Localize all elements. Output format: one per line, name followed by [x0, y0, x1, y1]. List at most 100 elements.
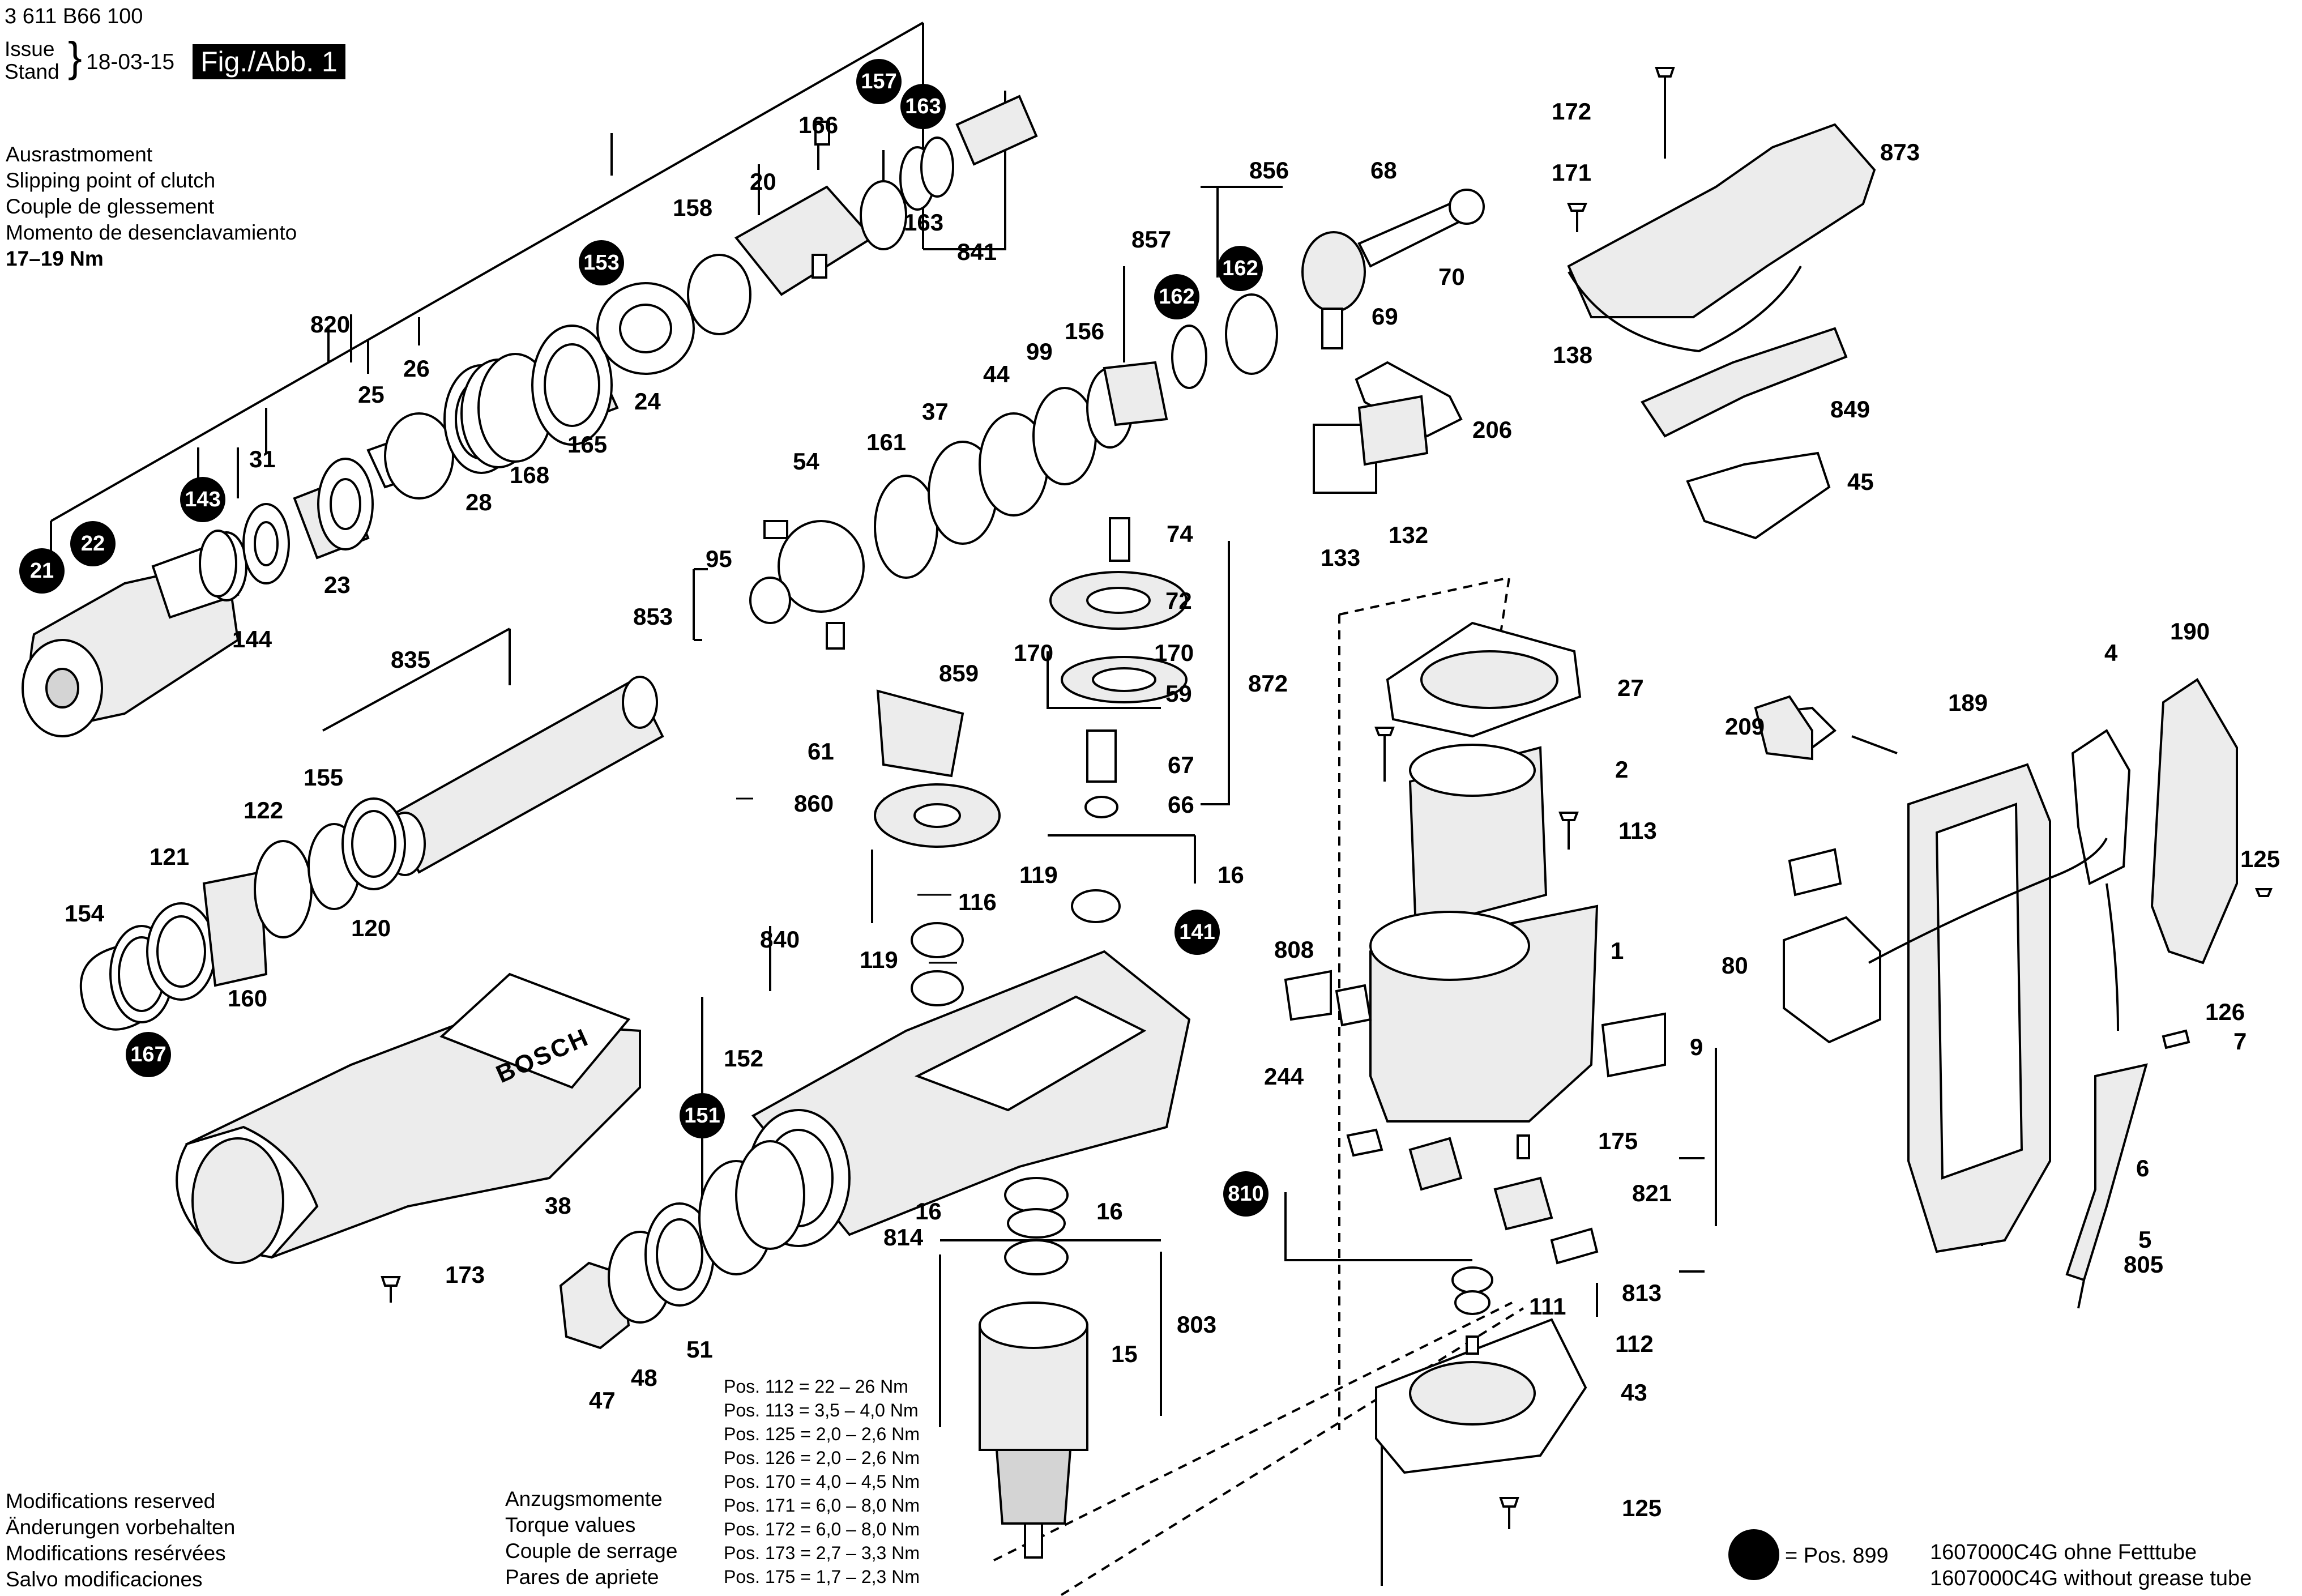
- torque-value: Pos. 113 = 3,5 – 4,0 Nm: [724, 1400, 919, 1420]
- part-number-label: 59: [1165, 680, 1192, 707]
- auxiliary-handle: [176, 972, 641, 1264]
- part-number-label: 163: [904, 209, 944, 236]
- part-badge: 163: [900, 84, 946, 129]
- part-number-label: 72: [1165, 587, 1192, 614]
- part-badge: 157: [856, 59, 902, 104]
- lower-ring-stack: [79, 797, 406, 1031]
- part-number-label: 209: [1725, 713, 1765, 740]
- part-number-label: 126: [2205, 998, 2245, 1025]
- main-handle: [1754, 678, 2238, 1309]
- clutch-note-line-3: Couple de glessement: [6, 195, 215, 218]
- header-brace: }: [68, 33, 82, 80]
- part-badge: 22: [70, 521, 116, 566]
- part-number-label: 9: [1690, 1034, 1703, 1060]
- part-number-label: 244: [1264, 1063, 1304, 1090]
- issue-date: 18-03-15: [86, 50, 175, 74]
- part-number-label: 840: [760, 926, 800, 953]
- legend-tube-line-2: 1607000C4G without grease tube: [1930, 1567, 2252, 1590]
- part-number-label: 813: [1622, 1279, 1662, 1306]
- part-number-label: 125: [2240, 846, 2280, 872]
- part-number-label: 155: [304, 764, 344, 791]
- part-number-label: 24: [634, 388, 661, 415]
- legend-tube-line-1: 1607000C4G ohne Fetttube: [1930, 1540, 2197, 1564]
- part-number-label: 119: [860, 946, 898, 973]
- part-number-label: 4: [2104, 639, 2118, 666]
- part-number-label: 165: [567, 431, 608, 458]
- part-badge: 141: [1175, 910, 1220, 955]
- part-number-label: 23: [324, 571, 351, 598]
- part-number-label: 44: [983, 361, 1010, 387]
- part-number-label: 66: [1168, 791, 1194, 818]
- part-number-label: 2: [1615, 756, 1629, 783]
- part-number-label: 820: [310, 311, 351, 338]
- part-number-label: 154: [65, 900, 105, 927]
- part-number-label: 38: [545, 1192, 571, 1219]
- part-number-label: 68: [1370, 157, 1397, 184]
- part-number-label: 54: [793, 448, 819, 475]
- modifications-line-3: Modifications resérvées: [6, 1542, 226, 1565]
- part-number-label: 190: [2170, 618, 2210, 645]
- part-number-label: 166: [798, 112, 839, 138]
- part-number-label: 857: [1131, 226, 1172, 253]
- part-number-label: 805: [2124, 1251, 2164, 1278]
- part-number-label: 70: [1438, 263, 1465, 290]
- torque-value: Pos. 126 = 2,0 – 2,6 Nm: [724, 1448, 920, 1468]
- modifications-line-4: Salvo modificaciones: [6, 1568, 203, 1591]
- part-number-label: 113: [1618, 817, 1657, 844]
- part-number-label: 15: [1111, 1341, 1138, 1367]
- part-badge: 167: [126, 1032, 171, 1077]
- part-number-label: 45: [1847, 468, 1874, 495]
- part-number-label: 841: [957, 238, 997, 265]
- part-number-label: 120: [351, 915, 391, 941]
- front-nose-parts: [559, 1140, 805, 1350]
- part-number-label: 6: [2136, 1155, 2150, 1181]
- part-number-label: 31: [249, 446, 276, 472]
- part-number-label: 872: [1248, 670, 1288, 697]
- armature: [979, 1177, 1088, 1559]
- part-number-label: 27: [1617, 675, 1644, 701]
- part-number-label: 37: [922, 398, 949, 425]
- part-number-label: 814: [883, 1224, 924, 1251]
- part-badge: 151: [680, 1093, 725, 1138]
- modifications-line-2: Änderungen vorbehalten: [6, 1516, 236, 1539]
- figure-label: Fig./Abb. 1: [193, 44, 345, 79]
- part-number-label: 173: [445, 1261, 485, 1288]
- part-number-label: 859: [939, 660, 979, 686]
- torque-value: Pos. 112 = 22 – 26 Nm: [724, 1376, 908, 1397]
- part-number-label: 61: [808, 738, 834, 765]
- issue-label: Issue: [5, 37, 55, 61]
- part-number-label: 48: [631, 1364, 657, 1391]
- part-badge: 162: [1154, 274, 1199, 319]
- part-number-label: 133: [1321, 544, 1361, 571]
- part-number-label: 206: [1472, 416, 1513, 443]
- part-number-label: 122: [244, 797, 284, 823]
- part-number-label: 125: [1622, 1495, 1662, 1521]
- part-number-label: 860: [794, 790, 834, 817]
- part-number-label: 175: [1598, 1128, 1638, 1154]
- modifications-line-1: Modifications reserved: [6, 1490, 216, 1513]
- part-number-label: 51: [686, 1336, 713, 1363]
- stand-label: Stand: [5, 60, 59, 83]
- part-number-label: 808: [1274, 936, 1314, 963]
- part-badge: 162: [1218, 246, 1263, 291]
- part-number-label: 170: [1154, 639, 1194, 666]
- part-number-label: 121: [150, 843, 190, 870]
- part-number-label: 132: [1389, 522, 1429, 548]
- part-number-label: 7: [2233, 1028, 2247, 1055]
- torque-heading-1: Anzugsmomente: [505, 1487, 663, 1510]
- part-number-label: 172: [1552, 98, 1592, 125]
- part-number-label: 16: [1218, 861, 1244, 888]
- torque-heading-3: Couple de serrage: [505, 1539, 678, 1563]
- part-number-label: 171: [1552, 159, 1592, 186]
- part-number-label: 168: [510, 462, 550, 488]
- part-number-label: 821: [1632, 1180, 1672, 1206]
- part-number-label: 152: [724, 1045, 764, 1072]
- part-number-label: 25: [358, 381, 385, 408]
- torque-value: Pos. 172 = 6,0 – 8,0 Nm: [724, 1519, 920, 1539]
- part-badge: 153: [579, 240, 624, 285]
- part-number-label: 43: [1621, 1379, 1647, 1406]
- torque-value: Pos. 173 = 2,7 – 3,3 Nm: [724, 1543, 920, 1563]
- part-number-label: 189: [1948, 689, 1988, 716]
- part-number-label: 99: [1026, 338, 1053, 365]
- clutch-note-line-2: Slipping point of clutch: [6, 169, 216, 192]
